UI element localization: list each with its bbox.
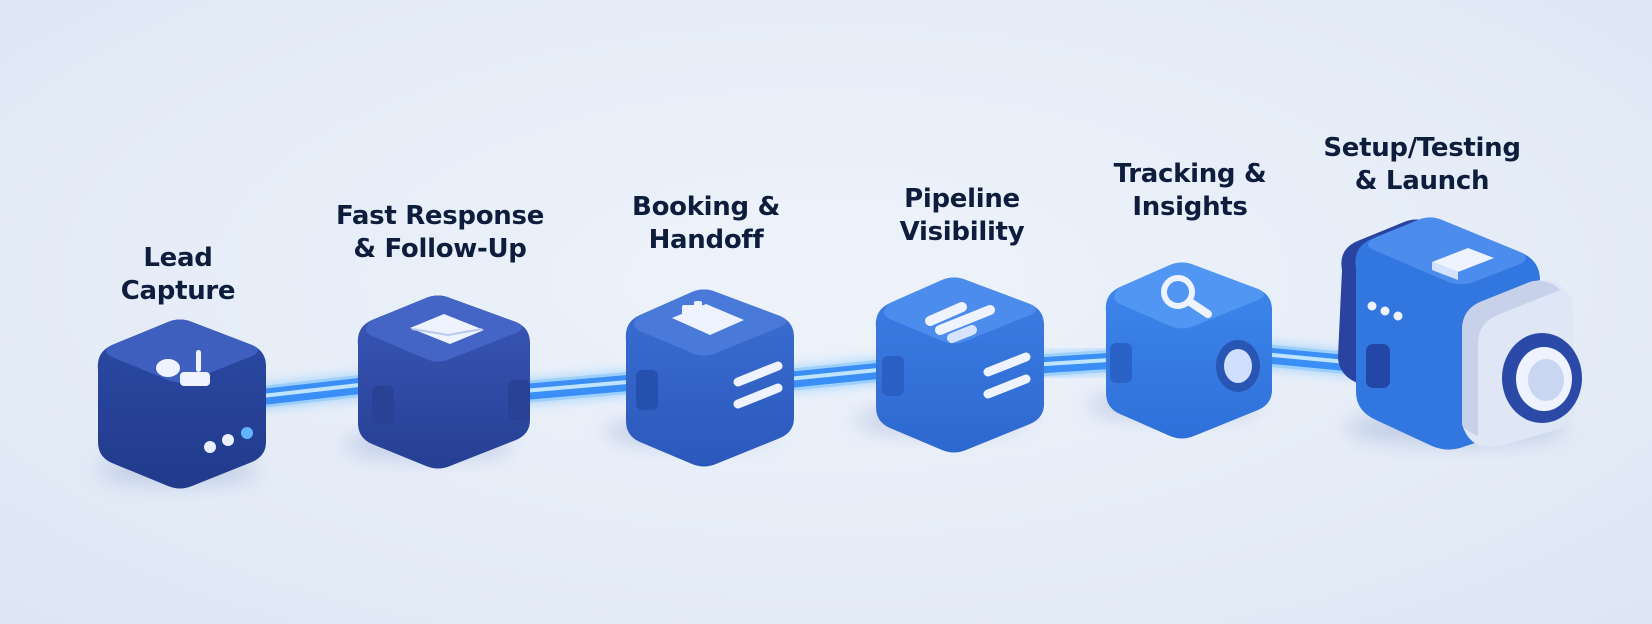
step-2-title-line2: & Follow-Up <box>353 234 527 264</box>
lens-port-icon <box>1216 340 1260 392</box>
step-2-cube <box>357 295 530 469</box>
port-left <box>1366 344 1390 388</box>
step-1-label: Lead Capture <box>121 242 236 308</box>
step-6-title-line2: & Launch <box>1354 166 1490 196</box>
step-3-cube <box>625 289 794 467</box>
step-4-label: Pipeline Visibility <box>900 183 1025 249</box>
port-right <box>508 380 530 420</box>
status-dots <box>204 427 253 453</box>
port-left <box>882 356 904 396</box>
step-1-title-line1: Lead <box>143 243 213 273</box>
step-5-label: Tracking & Insights <box>1114 158 1267 224</box>
ground-shadows <box>98 391 1565 484</box>
step-4-title-line1: Pipeline <box>904 184 1020 214</box>
joystick-icon <box>156 350 210 386</box>
step-6-camera <box>1338 217 1582 450</box>
step-3-title-line2: Handoff <box>648 225 764 255</box>
handoff-bars-icon <box>733 361 783 409</box>
step-2-title-line1: Fast Response <box>335 201 545 231</box>
magnifier-icon <box>1161 275 1212 318</box>
bar-rows-icon <box>925 302 995 343</box>
step-5-cube <box>1105 262 1272 439</box>
step-3-label: Booking & Handoff <box>632 191 780 257</box>
step-5-title-line1: Tracking & <box>1113 159 1267 189</box>
clipboard-icon <box>672 301 744 335</box>
visibility-bars-icon <box>983 352 1031 399</box>
connector-2-3 <box>501 372 639 404</box>
step-5-title-line2: Insights <box>1132 192 1248 222</box>
viewfinder-icon <box>1432 248 1494 280</box>
step-1-title-line2: Capture <box>120 276 236 306</box>
step-3-title-line1: Booking & <box>632 192 780 222</box>
step-4-cube <box>875 277 1044 453</box>
step-6-label: Setup/Testing & Launch <box>1323 132 1521 198</box>
connector-3-4 <box>767 359 899 392</box>
connector-1-2 <box>251 374 379 408</box>
port-left <box>636 370 658 410</box>
port-left <box>372 386 394 424</box>
step-6-title-line1: Setup/Testing <box>1323 133 1521 163</box>
step-2-label: Fast Response & Follow-Up <box>336 200 544 266</box>
envelope-icon <box>410 314 484 344</box>
indicator-dots <box>1367 301 1403 321</box>
step-4-title-line2: Visibility <box>899 217 1025 247</box>
port-left <box>1110 343 1132 383</box>
camera-lens-icon <box>1462 280 1582 448</box>
step-1-cube <box>97 319 267 489</box>
